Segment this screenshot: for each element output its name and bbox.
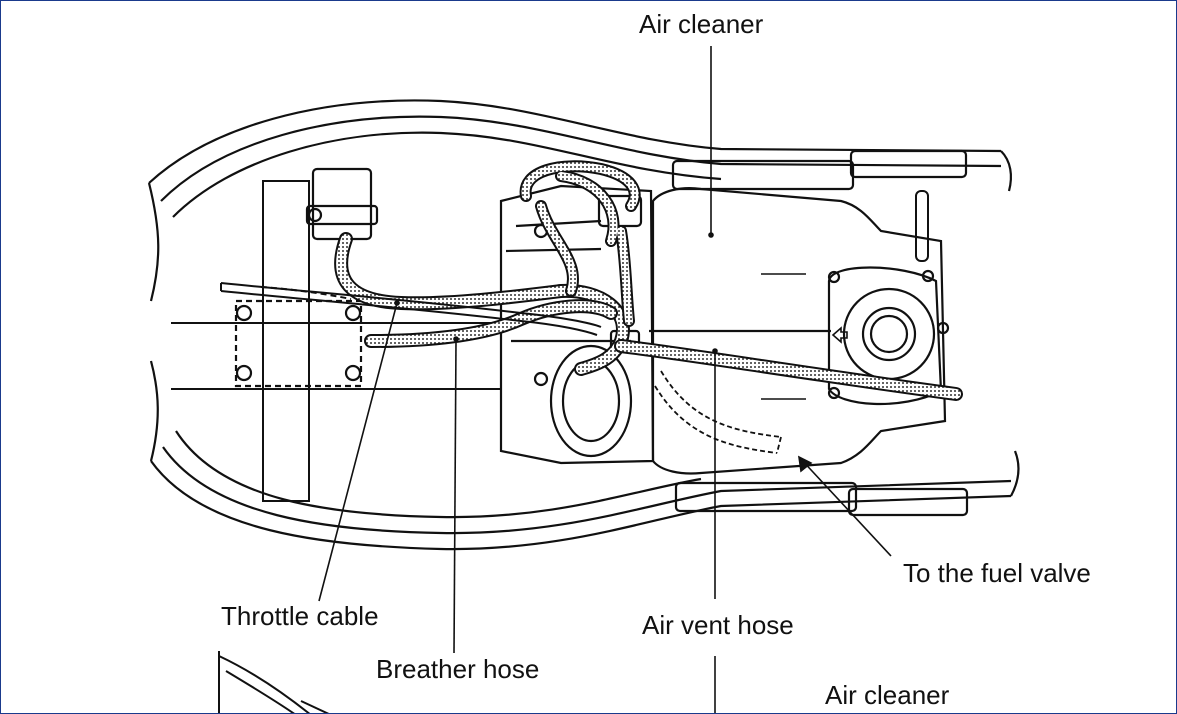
arrow-left-icon bbox=[831, 326, 848, 344]
air-cleaner-box bbox=[649, 149, 969, 517]
cross-member bbox=[171, 180, 501, 502]
label-air-cleaner-bottom: Air cleaner bbox=[825, 680, 950, 710]
label-air-cleaner-top: Air cleaner bbox=[639, 9, 764, 39]
stud bbox=[915, 190, 929, 262]
label-air-vent-hose: Air vent hose bbox=[642, 610, 794, 640]
frame-rails bbox=[147, 99, 1020, 551]
carburetor bbox=[499, 184, 655, 465]
label-breather-hose: Breather hose bbox=[376, 654, 540, 684]
leader-lines bbox=[318, 46, 892, 713]
label-to-fuel-valve: To the fuel valve bbox=[903, 558, 1091, 588]
next-figure-fragment bbox=[218, 651, 330, 713]
fuel-hose bbox=[654, 370, 782, 454]
label-throttle-cable: Throttle cable bbox=[221, 601, 379, 631]
connector-block bbox=[234, 167, 379, 388]
throttle-cable bbox=[220, 282, 602, 336]
